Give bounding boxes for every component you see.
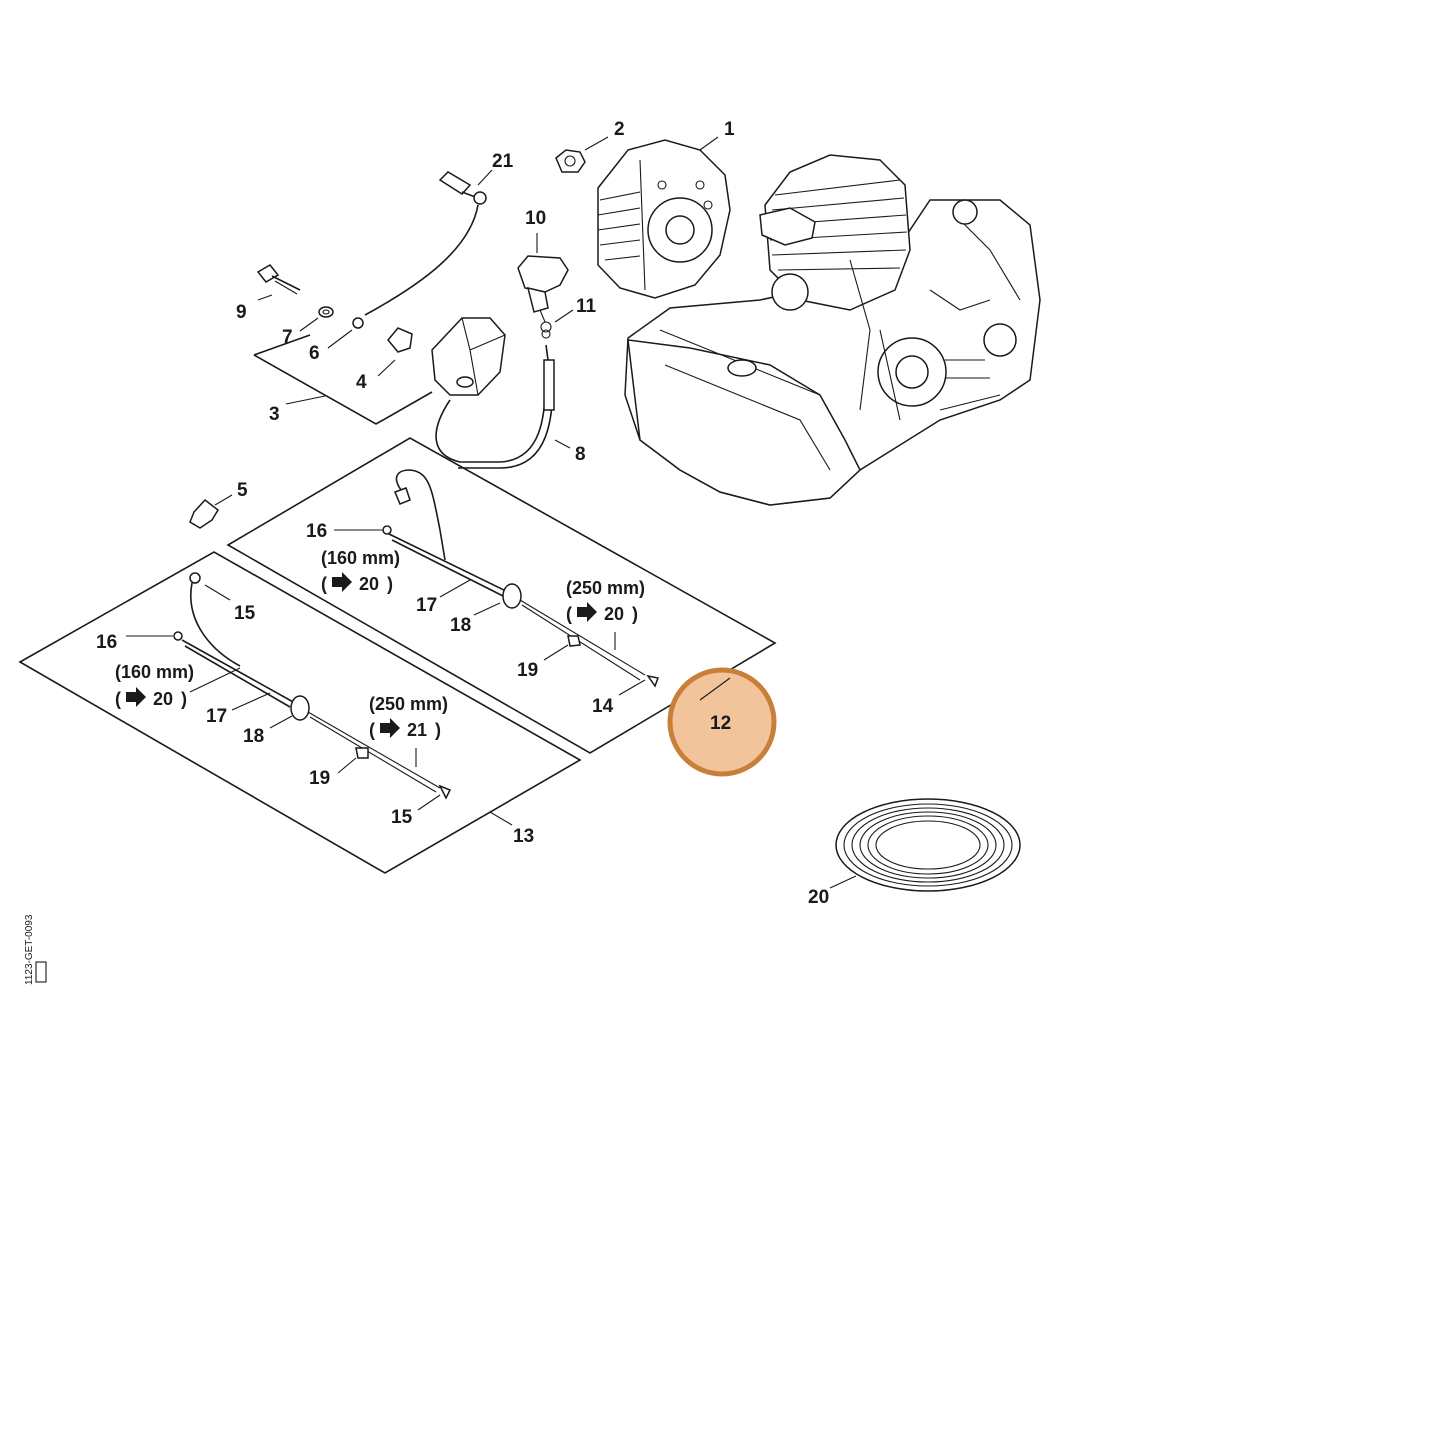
spec-long-open: ( [369, 720, 375, 740]
callout-12-highlighted: 12 [710, 713, 731, 734]
flywheel [597, 139, 731, 299]
kit-12-wires [382, 469, 660, 688]
callout-10: 10 [525, 208, 546, 229]
spec-long-open: ( [566, 604, 572, 624]
callout-19: 19 [517, 660, 538, 681]
callout-20: 20 [808, 887, 829, 908]
highlight-leader [699, 677, 731, 701]
spec-long-length: (250 mm) [369, 694, 448, 714]
kit-13-specs: (160 mm) ( 20 ) (250 mm) ( 21 ) [115, 662, 448, 740]
spark-plug-boot [517, 255, 569, 361]
kit-frame-3 [253, 334, 433, 425]
callout-16: 16 [306, 521, 327, 542]
leader-lines [126, 136, 857, 889]
callout-14: 14 [592, 696, 614, 717]
callout-2: 2 [614, 119, 625, 140]
spec-short-ref: 20 [359, 574, 379, 594]
callout-18: 18 [243, 726, 264, 747]
spec-long-close: ) [435, 720, 441, 740]
callout-15: 15 [391, 807, 413, 828]
kit-frame-12 [226, 437, 777, 754]
drawing-code: 1123-GET-0093 [24, 914, 35, 985]
callout-3: 3 [269, 404, 280, 425]
spec-short-length: (160 mm) [321, 548, 400, 568]
callout-18: 18 [450, 615, 471, 636]
spec-short-close: ) [387, 574, 393, 594]
spec-short-ref: 20 [153, 689, 173, 709]
ignition-module [387, 317, 555, 469]
kit-12-specs: (160 mm) ( 20 ) (250 mm) ( 20 ) [321, 548, 645, 624]
spec-short-open: ( [321, 574, 327, 594]
engine-assembly [624, 154, 1041, 506]
callout-13: 13 [513, 826, 534, 847]
callout-17: 17 [416, 595, 437, 616]
spec-short-open: ( [115, 689, 121, 709]
callout-19: 19 [309, 768, 330, 789]
spec-short-length: (160 mm) [115, 662, 194, 682]
arrow-icon [332, 572, 352, 592]
spec-long-length: (250 mm) [566, 578, 645, 598]
clip [189, 498, 219, 529]
spec-long-ref: 20 [604, 604, 624, 624]
arrow-icon [126, 687, 146, 707]
callout-17: 17 [206, 706, 227, 727]
ground-wire [352, 171, 487, 329]
arrow-icon [380, 718, 400, 738]
spec-short-close: ) [181, 689, 187, 709]
arrow-icon [577, 602, 597, 622]
nut [555, 149, 586, 173]
callout-6: 6 [309, 343, 320, 364]
spec-long-ref: 21 [407, 720, 427, 740]
callout-16: 16 [96, 632, 117, 653]
screw-and-washers [256, 264, 334, 318]
kit-frame-13 [18, 551, 582, 874]
callout-1: 1 [724, 119, 735, 140]
callout-7: 7 [282, 327, 293, 348]
callout-5: 5 [237, 480, 248, 501]
callout-4: 4 [356, 372, 367, 393]
highlight-marker [667, 667, 777, 777]
kit-13-wires [173, 572, 452, 800]
callout-8: 8 [575, 444, 586, 465]
callout-labels: 1 2 21 10 11 9 7 6 4 3 8 5 16 17 18 19 1… [96, 119, 829, 908]
callout-21: 21 [492, 151, 514, 172]
drawing-code-box [35, 961, 47, 983]
wire-coil [835, 798, 1021, 892]
callout-9: 9 [236, 302, 247, 323]
callout-11: 11 [576, 296, 597, 317]
callout-15: 15 [234, 603, 256, 624]
spec-long-close: ) [632, 604, 638, 624]
